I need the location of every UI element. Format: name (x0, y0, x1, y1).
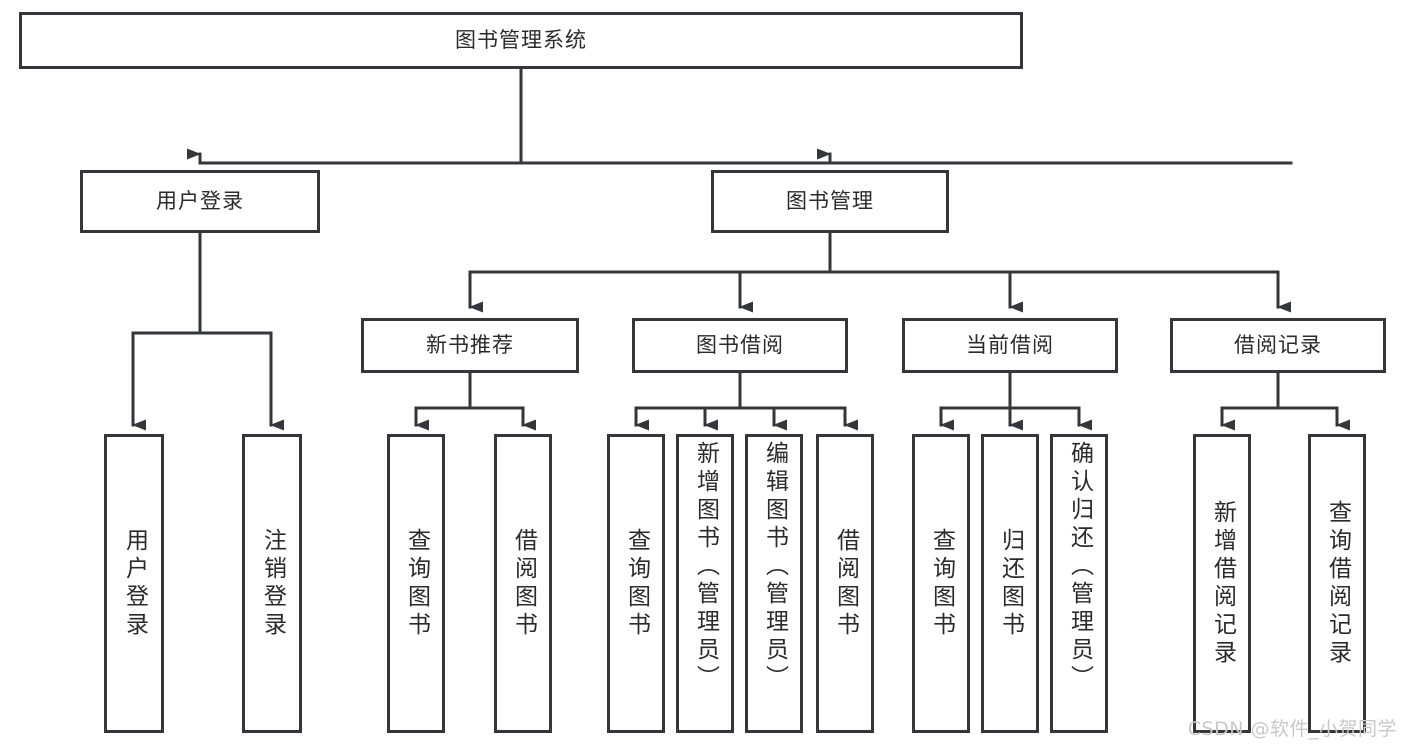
node-leaf-borrow-book-2[interactable]: 借阅图书 (816, 434, 874, 733)
watermark-text: CSDN @软件_小贺同学 (1187, 718, 1397, 740)
node-leaf-borrow-book-1[interactable]: 借阅图书 (494, 434, 552, 733)
node-borrow-record-label: 借阅记录 (1234, 333, 1322, 358)
node-new-book-recommend-label: 新书推荐 (426, 333, 514, 358)
node-leaf-add-book-label: 新增图书（管理员） (692, 441, 719, 693)
node-root[interactable]: 图书管理系统 (19, 12, 1023, 69)
node-root-label: 图书管理系统 (455, 28, 587, 53)
node-user-login[interactable]: 用户登录 (80, 170, 320, 233)
node-borrow-record[interactable]: 借阅记录 (1170, 318, 1386, 373)
node-leaf-edit-book-label: 编辑图书（管理员） (761, 441, 788, 693)
node-leaf-add-book[interactable]: 新增图书（管理员） (676, 434, 734, 733)
node-leaf-borrow-book-1-label: 借阅图书 (510, 527, 537, 640)
node-leaf-query-record-label: 查询借阅记录 (1324, 499, 1351, 668)
node-current-borrow[interactable]: 当前借阅 (902, 318, 1118, 373)
node-leaf-add-record[interactable]: 新增借阅记录 (1193, 434, 1251, 733)
node-leaf-query-book-3[interactable]: 查询图书 (912, 434, 970, 733)
node-new-book-recommend[interactable]: 新书推荐 (361, 318, 579, 373)
node-leaf-query-book-2-label: 查询图书 (623, 527, 650, 640)
node-leaf-query-book-1-label: 查询图书 (403, 527, 430, 640)
node-leaf-borrow-book-2-label: 借阅图书 (832, 527, 859, 640)
node-leaf-user-login[interactable]: 用户登录 (104, 434, 164, 733)
node-leaf-confirm-return-label: 确认归还（管理员） (1066, 441, 1093, 693)
node-leaf-query-book-1[interactable]: 查询图书 (387, 434, 445, 733)
node-leaf-query-book-2[interactable]: 查询图书 (607, 434, 665, 733)
node-leaf-query-record[interactable]: 查询借阅记录 (1308, 434, 1366, 733)
node-leaf-return-book[interactable]: 归还图书 (981, 434, 1039, 733)
node-leaf-edit-book[interactable]: 编辑图书（管理员） (745, 434, 803, 733)
node-book-borrow-label: 图书借阅 (696, 333, 784, 358)
node-leaf-user-login-label: 用户登录 (121, 527, 148, 640)
node-leaf-query-book-3-label: 查询图书 (928, 527, 955, 640)
node-leaf-confirm-return[interactable]: 确认归还（管理员） (1050, 434, 1108, 733)
node-book-manage-label: 图书管理 (786, 189, 874, 214)
node-current-borrow-label: 当前借阅 (966, 333, 1054, 358)
node-book-manage[interactable]: 图书管理 (711, 170, 949, 233)
node-leaf-logout-login-label: 注销登录 (259, 527, 286, 640)
node-leaf-add-record-label: 新增借阅记录 (1209, 499, 1236, 668)
node-user-login-label: 用户登录 (156, 189, 244, 214)
node-leaf-logout-login[interactable]: 注销登录 (242, 434, 302, 733)
node-leaf-return-book-label: 归还图书 (997, 527, 1024, 640)
node-book-borrow[interactable]: 图书借阅 (632, 318, 848, 373)
